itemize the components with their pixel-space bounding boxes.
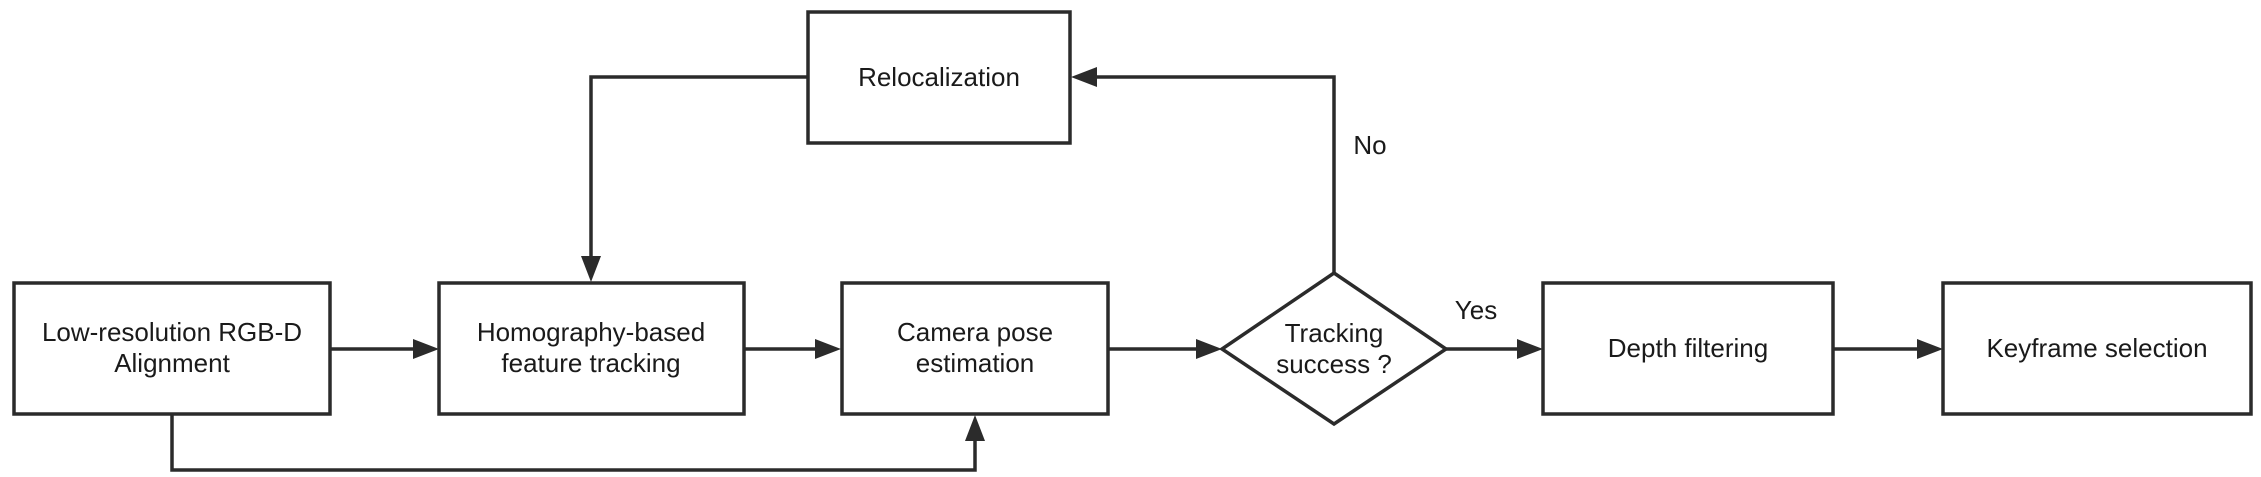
edge-label-yes: Yes xyxy=(1455,295,1497,325)
node-keyframe-selection: Keyframe selection xyxy=(1941,281,2253,416)
node-reloc-label: Relocalization xyxy=(858,62,1020,92)
node-tracking-line1: Tracking xyxy=(1285,318,1384,348)
node-depth-filtering: Depth filtering xyxy=(1541,281,1835,416)
node-camerapose-line2: estimation xyxy=(916,348,1035,378)
arrowhead-homography-top xyxy=(581,256,601,282)
node-lowres-line1: Low-resolution RGB-D xyxy=(42,317,302,347)
node-tracking-line2: success ? xyxy=(1276,349,1392,379)
arrowhead-reloc-right xyxy=(1071,67,1097,87)
node-keyframe-label: Keyframe selection xyxy=(1986,333,2207,363)
edge-reloc-to-homography xyxy=(589,75,808,258)
node-homography-line2: feature tracking xyxy=(501,348,680,378)
arrowhead-camerapose-bottom xyxy=(965,415,985,441)
arrowhead-tracking-left xyxy=(1196,339,1222,359)
arrowhead-homography-left xyxy=(413,339,439,359)
node-low-resolution-alignment: Low-resolution RGB-D Alignment xyxy=(12,281,332,416)
node-camerapose-line1: Camera pose xyxy=(897,317,1053,347)
edges xyxy=(170,67,1943,472)
node-relocalization: Relocalization xyxy=(806,10,1072,145)
node-homography-tracking: Homography-based feature tracking xyxy=(437,281,746,416)
node-tracking-success-decision: Tracking success ? xyxy=(1218,270,1450,427)
arrowhead-depth-left xyxy=(1517,339,1543,359)
node-camera-pose-estimation: Camera pose estimation xyxy=(840,281,1110,416)
edge-label-no: No xyxy=(1353,130,1386,160)
node-homography-line1: Homography-based xyxy=(477,317,705,347)
edge-lowres-to-camerapose xyxy=(170,414,977,472)
edge-tracking-to-reloc xyxy=(1095,75,1336,273)
arrowhead-camerapose-left xyxy=(815,339,841,359)
arrowhead-keyframe-left xyxy=(1917,339,1943,359)
node-depth-label: Depth filtering xyxy=(1608,333,1768,363)
node-lowres-line2: Alignment xyxy=(114,348,230,378)
